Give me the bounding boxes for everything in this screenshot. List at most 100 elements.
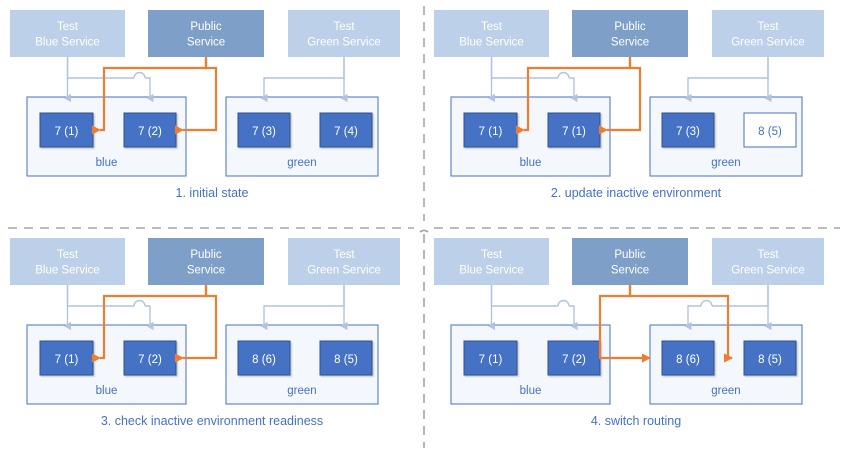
panel-dividers (8, 6, 840, 448)
instance-rect (123, 112, 177, 148)
instance-rect (39, 112, 94, 148)
connector-blue-bus (490, 57, 558, 79)
instance-blue-instance-2[interactable]: 7 (2) (123, 112, 177, 148)
connector-green-to-instance-1 (684, 305, 701, 331)
service-box-rect (10, 10, 125, 57)
panel-caption-panel-4: 4. switch routing (591, 414, 681, 428)
connector-blue-bus (66, 57, 134, 79)
service-label-line2: Green Service (731, 265, 805, 277)
service-box-rect (148, 238, 264, 285)
panel-caption-panel-1: 1. initial state (176, 186, 249, 200)
environment-label: green (287, 157, 316, 169)
service-label-line1: Public (614, 21, 646, 33)
caption-text: 4. switch routing (591, 414, 681, 428)
public-service-routing (516, 57, 642, 135)
instance-green-instance-1[interactable]: 8 (6) (237, 340, 291, 376)
environment-label: blue (520, 385, 542, 397)
connector-hop-icon (557, 71, 570, 79)
connector-blue-to-instance-2 (569, 305, 578, 331)
service-label-line2: Blue Service (459, 37, 524, 49)
service-label-line1: Test (333, 21, 355, 33)
connector-green-to-instance-1 (260, 285, 345, 331)
instance-green-instance-1[interactable]: 7 (3) (237, 112, 291, 148)
connector-green-bus (712, 285, 769, 307)
connector-hop-icon (700, 299, 713, 307)
environment-env-green[interactable]: green 8 (6) 8 (5) (649, 324, 803, 405)
instance-blue-instance-2[interactable]: 7 (2) (123, 340, 177, 376)
service-label-line1: Test (757, 249, 779, 261)
instance-blue-instance-1[interactable]: 7 (1) (39, 112, 94, 148)
service-label-line2: Green Service (307, 265, 381, 277)
instance-rect (463, 112, 518, 148)
service-label-line1: Public (614, 249, 646, 261)
service-label-line2: Green Service (307, 37, 381, 49)
orange-route-to-blue-instance-2 (599, 57, 642, 135)
service-box-rect (572, 10, 688, 57)
instance-green-instance-1[interactable]: 7 (3) (661, 112, 715, 148)
instance-label: 7 (1) (55, 126, 79, 138)
service-label-line1: Test (481, 21, 503, 33)
instance-label: 8 (5) (334, 354, 358, 366)
service-label-line2: Green Service (731, 37, 805, 49)
instance-green-instance-2[interactable]: 8 (5) (319, 340, 373, 376)
connector-green-to-instance-1 (260, 57, 345, 103)
connector-hop-icon (133, 299, 146, 307)
environment-label: green (711, 385, 740, 397)
instance-label: 7 (1) (479, 126, 503, 138)
instance-rect (661, 112, 715, 148)
service-label-line2: Service (187, 37, 225, 49)
service-box-rect (10, 238, 125, 285)
service-label-line1: Public (190, 249, 222, 261)
instance-green-instance-2[interactable]: 7 (4) (319, 112, 373, 148)
instance-green-instance-2[interactable]: 8 (5) (743, 112, 797, 148)
instance-blue-instance-2[interactable]: 7 (2) (547, 340, 601, 376)
environment-label: blue (96, 157, 118, 169)
service-label-line2: Service (187, 265, 225, 277)
public-service-routing (598, 285, 733, 363)
instance-blue-instance-1[interactable]: 7 (1) (463, 112, 518, 148)
instance-rect (237, 340, 291, 376)
instance-green-instance-1[interactable]: 8 (6) (661, 340, 715, 376)
instance-label: 7 (2) (138, 354, 162, 366)
instance-blue-instance-1[interactable]: 7 (1) (463, 340, 518, 376)
instance-blue-instance-1[interactable]: 7 (1) (39, 340, 94, 376)
instance-rect (661, 340, 715, 376)
instance-blue-instance-2[interactable]: 7 (1) (547, 112, 601, 148)
service-box-rect (572, 238, 688, 285)
instance-label: 8 (5) (758, 354, 782, 366)
orange-route-to-blue-instance-2 (175, 57, 218, 135)
caption-text: 2. update inactive environment (551, 186, 722, 200)
orange-route-to-blue-instance-2 (175, 285, 218, 363)
instance-green-instance-2[interactable]: 8 (5) (743, 340, 797, 376)
service-label-line2: Service (611, 37, 649, 49)
service-box-rect (434, 10, 549, 57)
environment-env-green[interactable]: green 7 (3) 7 (4) (225, 96, 379, 177)
service-label-line1: Test (57, 249, 79, 261)
environment-env-blue[interactable]: blue 7 (1) 7 (2) (26, 96, 187, 177)
instance-rect (463, 340, 518, 376)
service-label-line1: Test (481, 249, 503, 261)
service-label-line1: Test (333, 249, 355, 261)
